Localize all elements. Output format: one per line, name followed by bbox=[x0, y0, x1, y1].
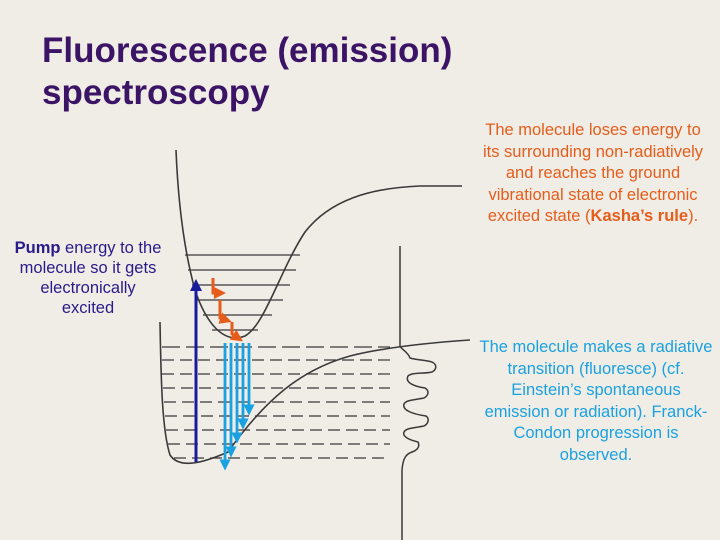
excited-state-curve bbox=[175, 149, 462, 339]
kasha-note: The molecule loses energy to its surroun… bbox=[478, 120, 708, 228]
fluorescence-note: The molecule makes a radiative transitio… bbox=[479, 338, 713, 464]
kasha-note-tail: ). bbox=[688, 207, 699, 225]
pump-note: Pump energy to the molecule so it gets e… bbox=[14, 238, 162, 318]
kasha-rule-label: Kasha’s rule bbox=[590, 207, 689, 225]
ground-state-curve bbox=[159, 321, 471, 465]
excited-state-levels bbox=[185, 254, 300, 331]
emission-spectrum bbox=[399, 246, 437, 540]
relaxation-arrow-1 bbox=[211, 278, 226, 299]
kasha-note-text: The molecule loses energy to its surroun… bbox=[482, 121, 704, 225]
relaxation-arrows bbox=[211, 278, 243, 342]
pump-note-bold: Pump bbox=[14, 239, 61, 257]
relaxation-arrow-2 bbox=[218, 300, 232, 324]
ground-state-levels bbox=[162, 346, 390, 459]
pump-note-text: energy to the molecule so it gets electr… bbox=[19, 239, 162, 317]
relaxation-arrow-3 bbox=[229, 322, 243, 342]
emission-arrows bbox=[219, 343, 255, 471]
slide-title: Fluorescence (emission) spectroscopy bbox=[42, 31, 453, 112]
